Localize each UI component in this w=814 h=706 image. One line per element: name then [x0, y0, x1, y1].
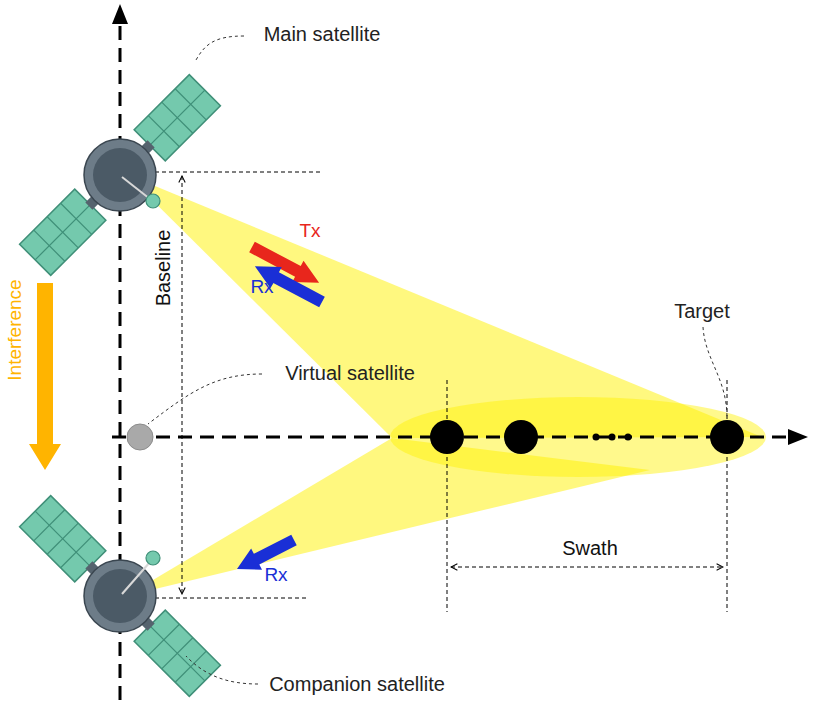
signal-label: Tx [299, 221, 320, 242]
axis-arrowhead [112, 4, 128, 24]
rx-arrow [249, 256, 327, 313]
callout-label: Main satellite [264, 23, 381, 45]
target-point [710, 420, 744, 454]
companion-satellite [10, 486, 231, 706]
leader-line [196, 36, 244, 60]
ellipsis-dot [625, 434, 632, 441]
interference-label: Interference [5, 279, 26, 380]
tx-beam [126, 174, 762, 438]
signal-label: Rx [264, 565, 287, 586]
signal-label: Rx [250, 277, 273, 298]
leader-line [186, 656, 258, 684]
callout-label: Companion satellite [269, 673, 445, 695]
leader-line [148, 374, 262, 424]
target-point [504, 420, 538, 454]
baseline-dimension [182, 176, 183, 594]
ellipsis-dot [609, 434, 616, 441]
interference-arrow [29, 283, 61, 470]
callout-label: Target [674, 300, 730, 322]
main-satellite [10, 65, 231, 286]
axis-arrowhead [788, 429, 808, 445]
antenna [146, 194, 160, 208]
target-point [430, 420, 464, 454]
dimension-label: Baseline [152, 230, 174, 307]
ellipsis-dot [593, 434, 600, 441]
swath-dimension [451, 567, 723, 568]
leader-line [703, 327, 727, 418]
antenna [146, 551, 160, 565]
virtual-satellite [127, 424, 153, 450]
dimension-label: Swath [562, 537, 618, 559]
extension-line [447, 380, 448, 612]
callout-label: Virtual satellite [285, 362, 415, 384]
